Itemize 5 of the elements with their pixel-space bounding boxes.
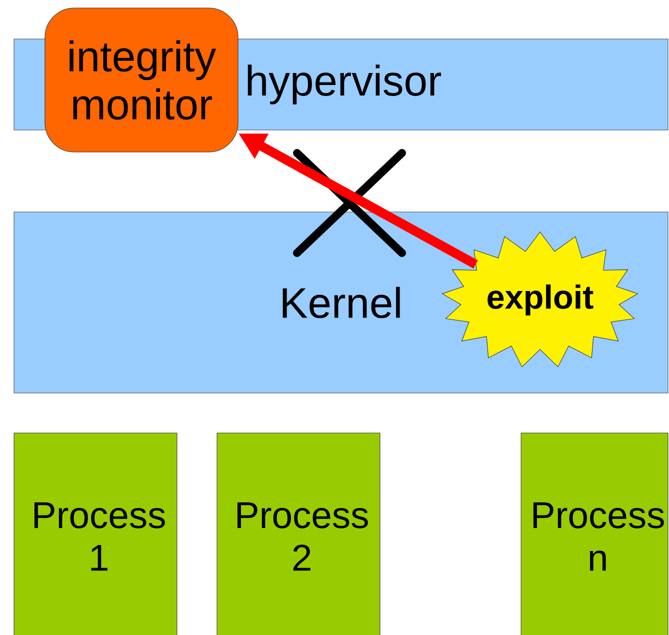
process-box: Process 2	[216, 432, 380, 635]
process-box: Process 1	[14, 432, 178, 635]
process-box: Process n	[520, 432, 668, 635]
exploit-starburst: exploit	[442, 232, 638, 368]
monitor-box: integrity monitor	[44, 8, 238, 152]
